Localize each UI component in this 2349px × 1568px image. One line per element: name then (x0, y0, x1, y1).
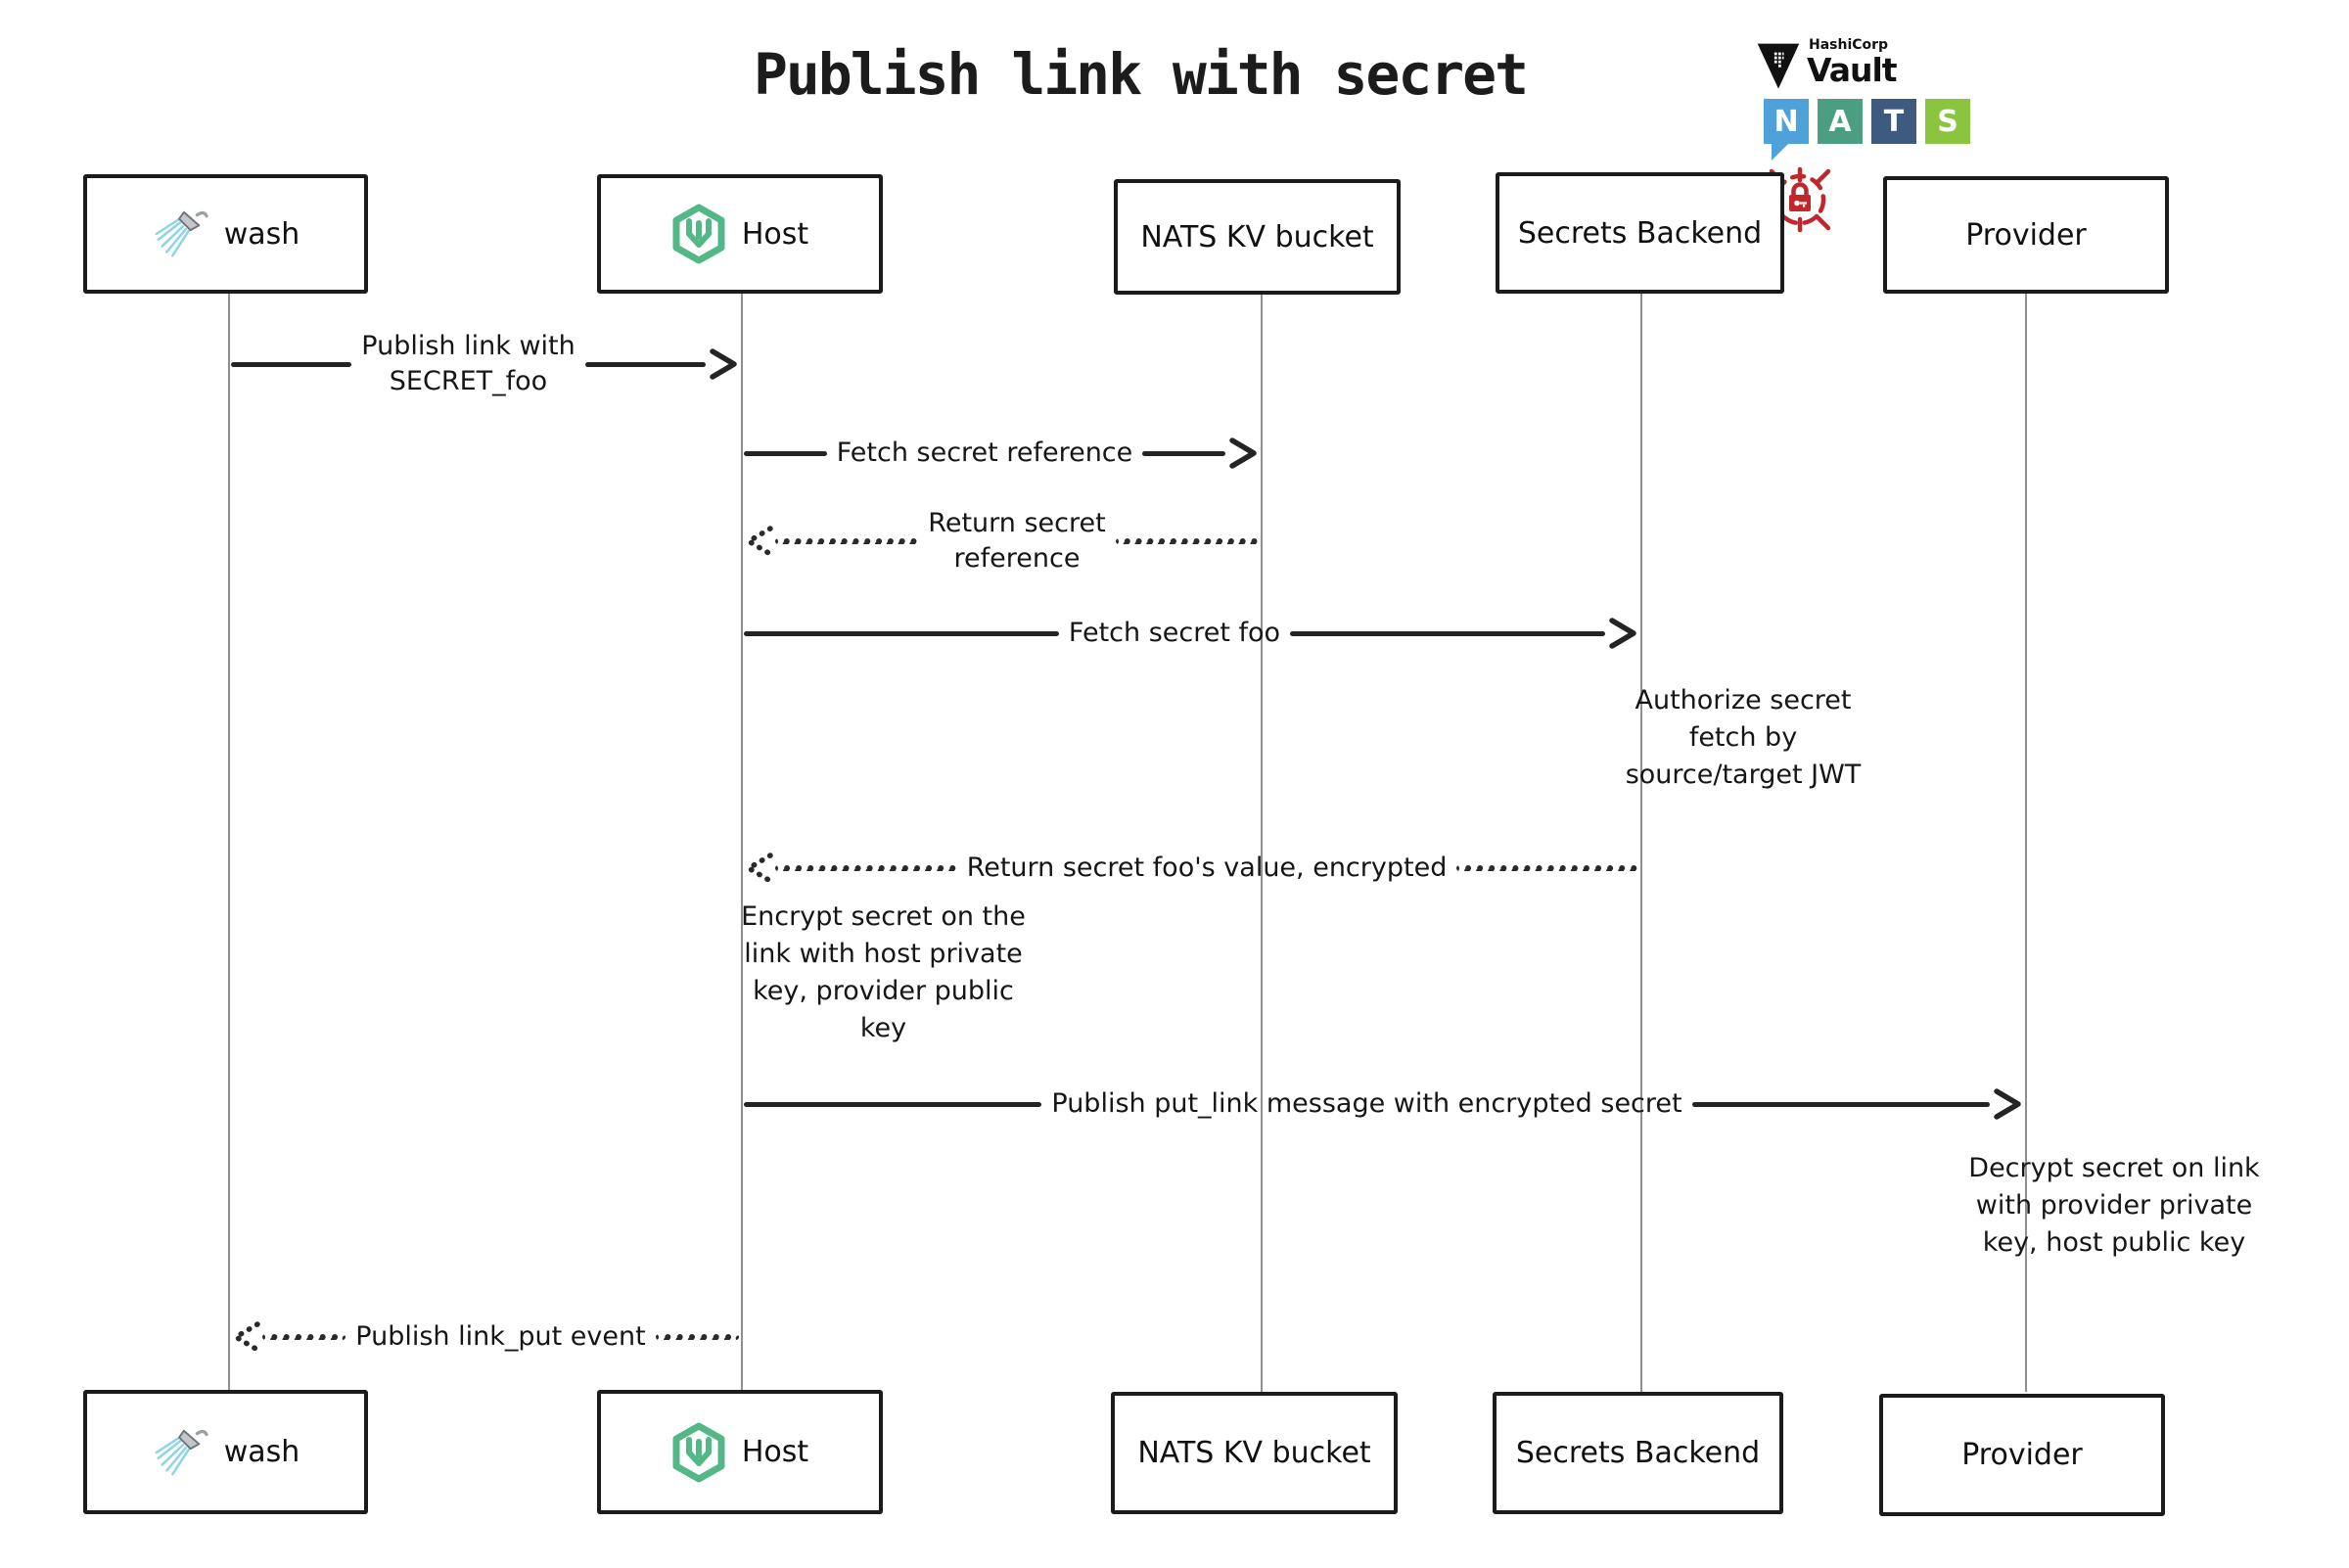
page-title: Publish link with secret (753, 41, 1529, 108)
actor-label: wash (223, 1435, 300, 1469)
vault-label: Vault (1807, 51, 1898, 89)
actor-label: Secrets Backend (1515, 1436, 1761, 1470)
arrow-line (231, 361, 352, 367)
arrow-line (584, 361, 707, 367)
actor-box-provider-bottom: Provider (1879, 1394, 2165, 1516)
note-decrypt-secret-on-link: Decrypt secret on link with provider pri… (1968, 1153, 2260, 1258)
lifeline-host (741, 294, 743, 1392)
shower-icon (155, 210, 208, 257)
actor-box-wash-bottom: wash (83, 1390, 368, 1514)
arrowhead-icon (1994, 1088, 2021, 1120)
arrowhead-icon (1229, 438, 1257, 469)
actor-label: Host (741, 216, 809, 252)
nats-letter: S (1937, 104, 1958, 139)
nats-letter: T (1883, 104, 1905, 139)
nats-letter-tile: T (1871, 99, 1916, 144)
arrow-line (1691, 1101, 1990, 1107)
nats-letter-tile: N (1764, 99, 1809, 144)
lifeline-secrets-backend (1640, 294, 1642, 1392)
lifeline-nats-kv (1261, 294, 1263, 1392)
note-authorize-secret-fetch: Authorize secret fetch by source/target … (1625, 685, 1862, 790)
message-fetch-secret-foo: Fetch secret foo (744, 589, 1638, 677)
actor-label: NATS KV bucket (1137, 1436, 1371, 1470)
vault-hashicorp-label: HashiCorp (1809, 37, 1889, 53)
dotted-arrowhead-icon (746, 853, 773, 884)
arrowhead-icon (1609, 618, 1636, 649)
message-label: Publish link_put event (355, 1320, 646, 1352)
message-label: Return secret foo's value, encrypted (966, 852, 1448, 883)
nats-letter-tile: S (1925, 99, 1970, 144)
wasmcloud-icon (672, 204, 725, 264)
message-label: Fetch secret reference (836, 437, 1133, 468)
actor-box-nats-kv-top: NATS KV bucket (1114, 179, 1401, 295)
actor-box-secrets-backend-top: Secrets Backend (1496, 172, 1784, 294)
dotted-arrow-line (655, 1334, 739, 1340)
arrow-line (744, 630, 1059, 636)
vault-logo: HashiCorp Vault (1755, 22, 1970, 95)
message-fetch-secret-reference: Fetch secret reference (744, 409, 1259, 497)
arrow-line (744, 450, 827, 456)
shower-icon (155, 1429, 208, 1475)
actor-label: Provider (1961, 1438, 2083, 1472)
dotted-arrow-line (775, 538, 919, 544)
note-encrypt-secret-on-link: Encrypt secret on the link with host pri… (741, 901, 1026, 1043)
nats-letter: A (1828, 104, 1852, 139)
actor-label: NATS KV bucket (1140, 219, 1374, 254)
actor-box-secrets-backend-bottom: Secrets Backend (1493, 1392, 1783, 1514)
nats-letter-tile: A (1818, 99, 1863, 144)
message-label: Publish put_link message with encrypted … (1051, 1087, 1682, 1119)
arrow-line (1290, 630, 1605, 636)
dotted-arrow-line (1115, 538, 1259, 544)
actor-label: Host (741, 1435, 809, 1469)
vault-triangle-icon (1757, 43, 1800, 89)
actor-box-host-bottom: Host (597, 1390, 883, 1514)
message-label: Publish link with SECRET_foo (361, 330, 576, 396)
lifeline-provider (2025, 294, 2027, 1392)
actor-box-nats-kv-bottom: NATS KV bucket (1111, 1392, 1398, 1514)
lifeline-wash (228, 294, 230, 1392)
dotted-arrowhead-icon (233, 1321, 260, 1353)
actor-box-wash-top: wash (83, 174, 368, 294)
message-label: Fetch secret foo (1068, 617, 1281, 648)
dotted-arrow-line (262, 1334, 346, 1340)
message-label: Return secret reference (928, 507, 1106, 574)
dotted-arrow-line (775, 865, 957, 871)
message-publish-link-with-secret: Publish link with SECRET_foo (231, 320, 739, 408)
message-return-secret-foo-value: Return secret foo's value, encrypted (744, 824, 1639, 912)
dotted-arrowhead-icon (746, 526, 773, 557)
arrowhead-icon (710, 348, 737, 380)
message-return-secret-reference: Return secret reference (744, 497, 1259, 585)
nats-letter: N (1773, 104, 1799, 139)
dotted-arrow-line (1456, 865, 1639, 871)
arrow-line (1142, 450, 1225, 456)
arrow-line (744, 1101, 1042, 1107)
actor-box-provider-top: Provider (1883, 176, 2169, 294)
actor-label: wash (223, 216, 300, 252)
actor-label: Provider (1965, 217, 2087, 253)
message-publish-put-link: Publish put_link message with encrypted … (744, 1060, 2023, 1148)
nats-bubble-tail-icon (1772, 144, 1788, 161)
actor-label: Secrets Backend (1517, 215, 1763, 251)
wasmcloud-icon (672, 1422, 725, 1482)
actor-box-host-top: Host (597, 174, 883, 294)
message-publish-link-put-event: Publish link_put event (231, 1293, 739, 1381)
